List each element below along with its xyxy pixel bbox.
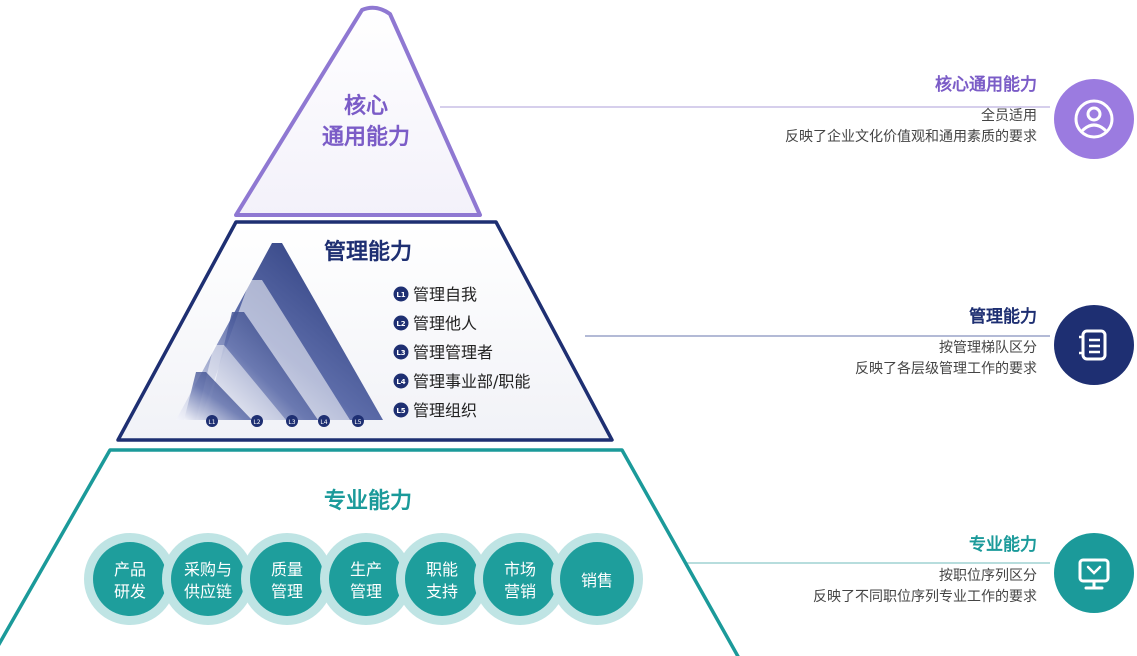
panel-management: 管理能力 按管理梯队区分 反映了各层级管理工作的要求 bbox=[855, 306, 1037, 380]
list-document-icon bbox=[1054, 305, 1134, 385]
svg-text:管理组织: 管理组织 bbox=[413, 401, 477, 420]
svg-text:L1: L1 bbox=[208, 419, 215, 426]
panel-core-title: 核心通用能力 bbox=[935, 75, 1037, 95]
stair-1 bbox=[184, 372, 252, 420]
panel-management-line1: 按管理梯队区分 bbox=[939, 340, 1037, 356]
svg-text:销售: 销售 bbox=[581, 571, 613, 590]
panel-management-line2: 反映了各层级管理工作的要求 bbox=[855, 361, 1037, 377]
professional-circle: 市场 营销 bbox=[474, 533, 566, 625]
panel-professional: 专业能力 按职位序列区分 反映了不同职位序列专业工作的要求 bbox=[813, 534, 1037, 608]
management-level-list: L1 管理自我 L2 管理他人 L3 管理管理者 L4 管理事业部/职能 L5 bbox=[393, 285, 530, 420]
tier-professional: 专业能力 产品 研发 采购与 供应链 质量 管理 生产 管理 bbox=[0, 448, 740, 656]
svg-text:L2: L2 bbox=[253, 419, 260, 426]
panel-professional-line2: 反映了不同职位序列专业工作的要求 bbox=[813, 589, 1037, 605]
svg-text:采购与: 采购与 bbox=[184, 560, 232, 579]
tier-core: 核心 通用能力 bbox=[234, 5, 482, 217]
svg-text:营销: 营销 bbox=[504, 582, 536, 601]
stair-badges: L1 L2 L3 L4 L5 bbox=[206, 415, 364, 427]
user-profile-icon bbox=[1054, 79, 1134, 159]
svg-text:产品: 产品 bbox=[114, 560, 146, 579]
professional-circle: 生产 管理 bbox=[320, 533, 412, 625]
panel-core: 核心通用能力 全员适用 反映了企业文化价值观和通用素质的要求 bbox=[785, 74, 1037, 148]
level-item: L4 管理事业部/职能 bbox=[393, 372, 530, 391]
professional-circle: 采购与 供应链 bbox=[162, 533, 254, 625]
level-item: L1 管理自我 bbox=[393, 285, 477, 304]
svg-text:市场: 市场 bbox=[504, 560, 536, 579]
svg-text:生产: 生产 bbox=[350, 560, 382, 579]
level-item: L5 管理组织 bbox=[393, 401, 477, 420]
svg-text:L5: L5 bbox=[396, 407, 405, 415]
svg-text:管理管理者: 管理管理者 bbox=[413, 343, 493, 362]
svg-text:L3: L3 bbox=[396, 349, 405, 357]
panel-core-line2: 反映了企业文化价值观和通用素质的要求 bbox=[785, 129, 1037, 145]
professional-circle: 质量 管理 bbox=[241, 533, 333, 625]
svg-text:L4: L4 bbox=[320, 419, 327, 426]
svg-text:L1: L1 bbox=[396, 291, 405, 299]
management-title: 管理能力 bbox=[324, 239, 412, 265]
svg-text:管理: 管理 bbox=[271, 582, 303, 601]
monitor-icon bbox=[1054, 533, 1134, 613]
svg-text:管理自我: 管理自我 bbox=[413, 285, 477, 304]
professional-circle: 销售 bbox=[551, 533, 643, 625]
svg-text:L2: L2 bbox=[396, 320, 405, 328]
svg-text:管理事业部/职能: 管理事业部/职能 bbox=[413, 372, 530, 391]
professional-title: 专业能力 bbox=[324, 488, 412, 514]
professional-circle: 产品 研发 bbox=[84, 533, 176, 625]
core-title-line2: 通用能力 bbox=[322, 124, 410, 150]
svg-text:质量: 质量 bbox=[271, 560, 303, 579]
level-item: L2 管理他人 bbox=[393, 314, 477, 333]
svg-text:职能: 职能 bbox=[426, 560, 458, 579]
level-item: L3 管理管理者 bbox=[393, 343, 493, 362]
svg-text:支持: 支持 bbox=[426, 582, 458, 601]
svg-text:管理: 管理 bbox=[350, 582, 382, 601]
svg-text:管理他人: 管理他人 bbox=[413, 314, 477, 333]
tier-management: 管理能力 L1 L2 L3 L4 L5 L1 管理自我 bbox=[116, 220, 614, 442]
svg-text:L4: L4 bbox=[396, 378, 405, 386]
panel-professional-line1: 按职位序列区分 bbox=[939, 568, 1037, 584]
management-staircase: L1 L2 L3 L4 L5 bbox=[176, 243, 383, 427]
professional-circle: 职能 支持 bbox=[396, 533, 488, 625]
core-title-line1: 核心 bbox=[344, 93, 388, 119]
svg-text:L5: L5 bbox=[354, 419, 361, 426]
panel-management-title: 管理能力 bbox=[969, 307, 1037, 327]
panel-core-line1: 全员适用 bbox=[981, 108, 1037, 124]
svg-text:供应链: 供应链 bbox=[184, 582, 232, 601]
panel-professional-title: 专业能力 bbox=[969, 535, 1037, 555]
professional-circle-list: 产品 研发 采购与 供应链 质量 管理 生产 管理 职能 支持 bbox=[84, 533, 643, 625]
svg-text:研发: 研发 bbox=[114, 582, 146, 601]
svg-text:L3: L3 bbox=[288, 419, 295, 426]
